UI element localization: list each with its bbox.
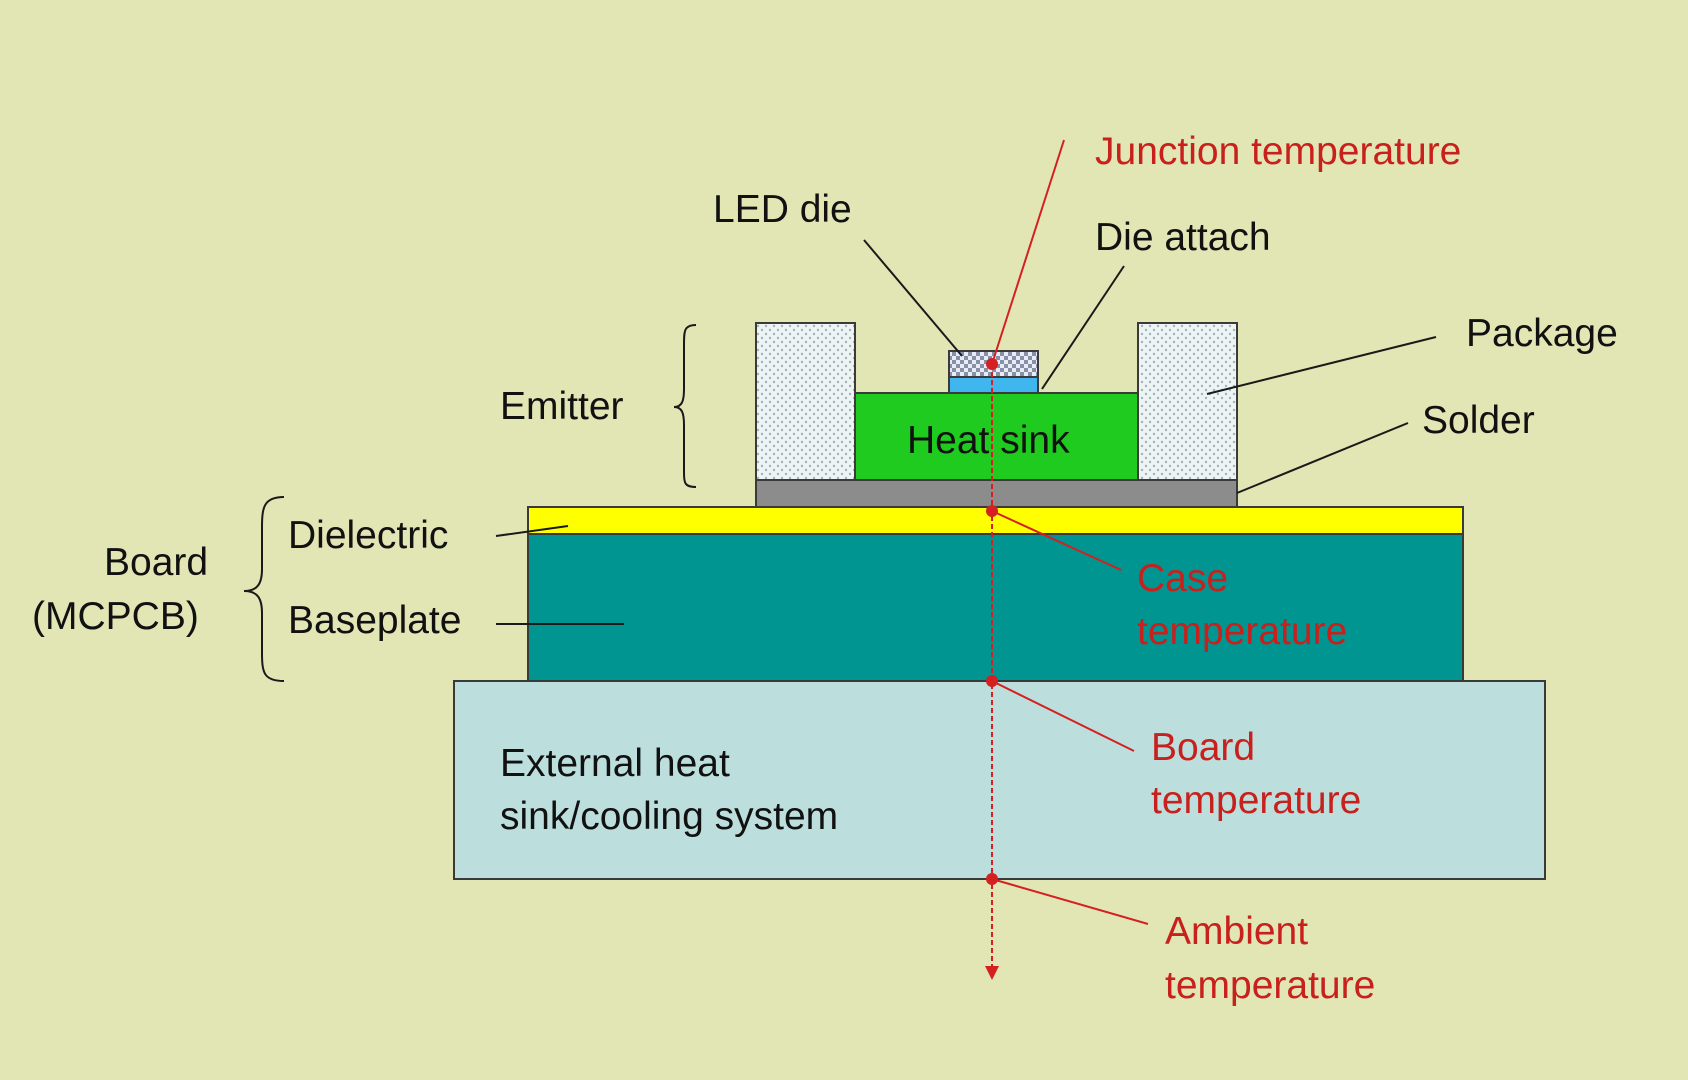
ambient-temperature-label-line1: Ambient	[1165, 910, 1308, 953]
package-right-wall	[1137, 322, 1238, 481]
external-heat-sink-block	[453, 680, 1546, 880]
solder-layer	[755, 479, 1238, 508]
heat-sink-block	[854, 392, 1139, 481]
solder-leader-line	[1236, 422, 1409, 494]
case-leader-line	[991, 510, 1122, 571]
package-leader-line	[1206, 336, 1437, 395]
package-label: Package	[1466, 312, 1618, 355]
external-heat-sink-label-line1: External heat	[500, 742, 730, 785]
board-temperature-label-line1: Board	[1151, 726, 1255, 769]
board-brace	[243, 496, 285, 682]
baseplate-layer	[527, 532, 1464, 682]
board-label-line2: (MCPCB)	[32, 595, 199, 638]
heat-sink-label: Heat sink	[907, 419, 1070, 462]
case-temperature-label-line2: temperature	[1137, 610, 1347, 653]
solder-label: Solder	[1422, 399, 1535, 442]
case-point	[986, 505, 998, 517]
junction-leader-line	[991, 139, 1065, 365]
board-leader-line	[991, 680, 1135, 752]
die-attach-leader-line	[1041, 265, 1125, 390]
emitter-label: Emitter	[500, 385, 624, 428]
emitter-brace	[673, 324, 697, 488]
external-heat-sink-label-line2: sink/cooling system	[500, 795, 838, 838]
die-attach-layer	[948, 376, 1039, 394]
board-temperature-label-line2: temperature	[1151, 779, 1361, 822]
dielectric-label: Dielectric	[288, 514, 448, 557]
led-die-leader-line	[863, 239, 963, 357]
thermal-path-arrowhead	[985, 966, 999, 980]
ambient-leader-line	[991, 878, 1149, 925]
case-temperature-label-line1: Case	[1137, 557, 1228, 600]
ambient-point	[986, 873, 998, 885]
baseplate-label: Baseplate	[288, 599, 461, 642]
junction-temperature-label: Junction temperature	[1095, 130, 1461, 173]
ambient-temperature-label-line2: temperature	[1165, 964, 1375, 1007]
dielectric-leader-line	[495, 525, 569, 537]
board-label-line1: Board	[104, 541, 208, 584]
package-left-wall	[755, 322, 856, 481]
led-die-label: LED die	[713, 188, 852, 231]
board-point	[986, 675, 998, 687]
die-attach-label: Die attach	[1095, 216, 1271, 259]
junction-point	[986, 358, 998, 370]
